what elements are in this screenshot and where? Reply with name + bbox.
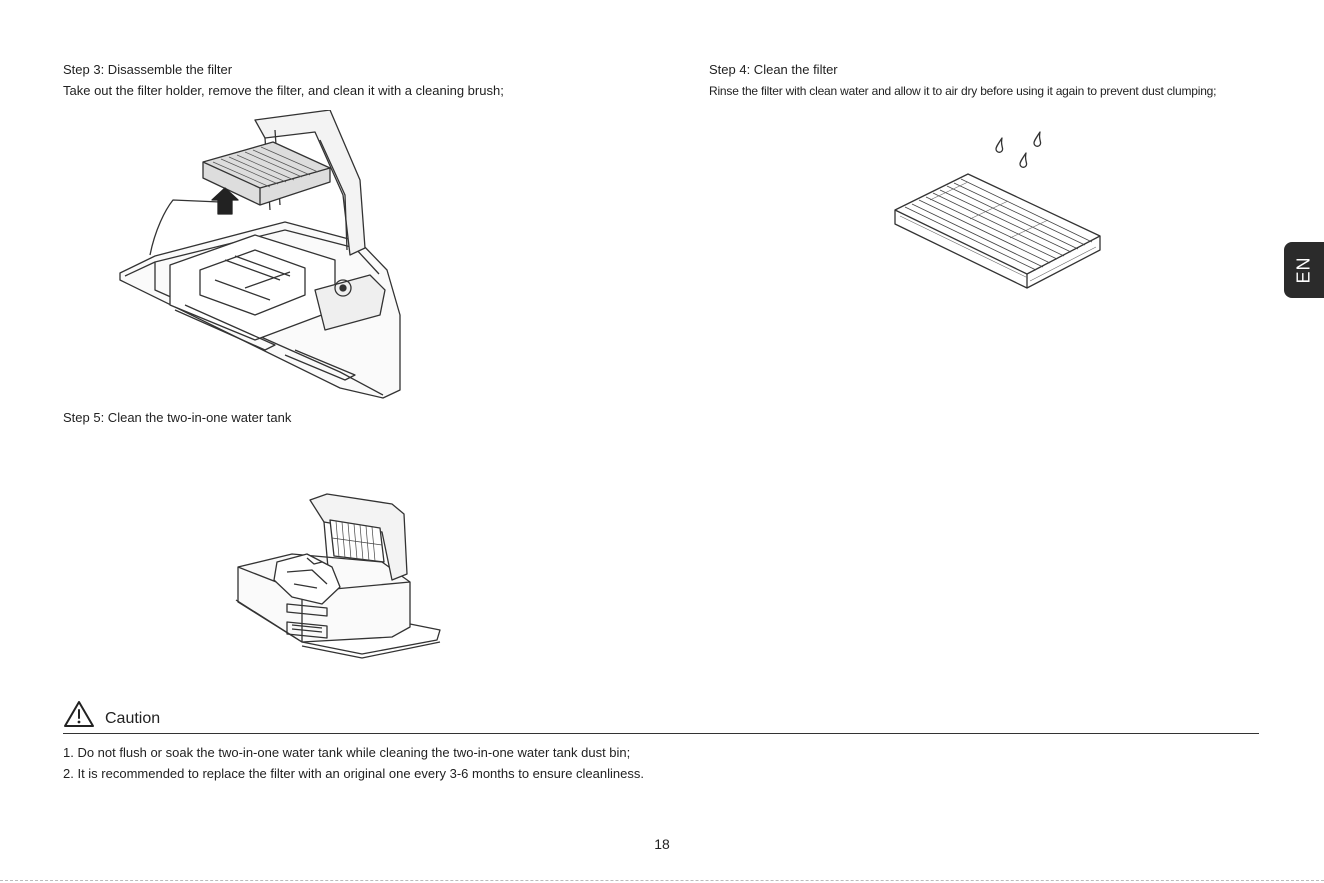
- page-bottom-rule: [0, 880, 1324, 881]
- language-tab-label: EN: [1293, 256, 1314, 284]
- step5-title: Step 5: Clean the two-in-one water tank: [63, 410, 292, 425]
- caution-header: Caution: [63, 700, 1259, 734]
- caution-item-1: 1. Do not flush or soak the two-in-one w…: [63, 745, 631, 760]
- step4-title: Step 4: Clean the filter: [709, 62, 838, 77]
- step3-title: Step 3: Disassemble the filter: [63, 62, 233, 77]
- step4-body: Rinse the filter with clean water and al…: [709, 84, 1217, 98]
- caution-item-2: 2. It is recommended to replace the filt…: [63, 766, 644, 781]
- step3-illustration: [115, 110, 415, 410]
- step4-illustration: [890, 128, 1110, 298]
- water-drop-icon: [995, 131, 1042, 168]
- language-tab: EN: [1284, 242, 1324, 298]
- up-arrow-icon: [211, 187, 239, 215]
- step5-illustration: [232, 492, 444, 662]
- caution-divider: [63, 733, 1259, 734]
- warning-triangle-icon: [63, 700, 95, 733]
- page-number: 18: [654, 836, 670, 852]
- caution-label: Caution: [105, 710, 161, 727]
- step3-body: Take out the filter holder, remove the f…: [63, 83, 504, 98]
